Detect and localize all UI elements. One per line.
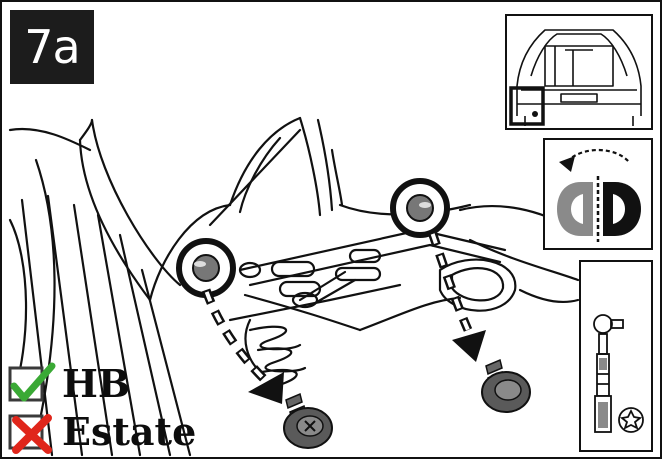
tool-inset (579, 260, 653, 452)
check-icon (8, 362, 56, 406)
step-number: 7a (10, 10, 94, 84)
rotate-counterclockwise-icon (545, 140, 651, 248)
rotate-direction-inset (543, 138, 653, 250)
vehicle-location-inset (505, 14, 653, 130)
torx-socket-icon (581, 262, 651, 450)
legend-incompatible-label: Estate (62, 413, 196, 451)
cross-icon (8, 410, 56, 454)
legend-compatible-label: HB (62, 365, 130, 403)
legend-incompatible: Estate (8, 410, 196, 454)
legend-compatible: HB (8, 362, 130, 406)
car-rear-icon (507, 16, 651, 128)
